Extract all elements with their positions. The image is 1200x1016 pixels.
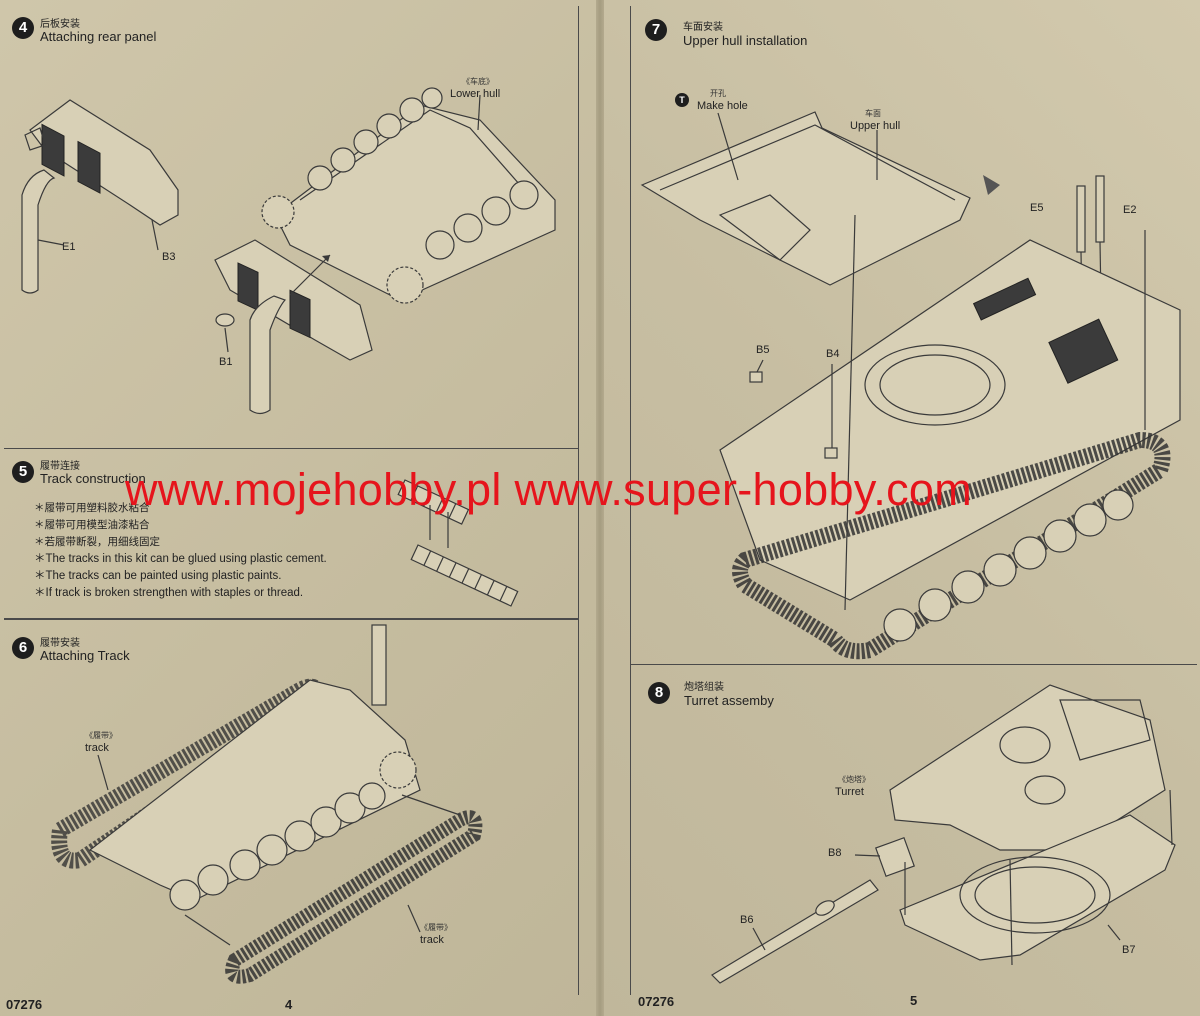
step-6-title: Attaching Track [40,648,130,663]
note-line: ＊The tracks can be painted using plastic… [34,570,282,582]
step-7-title: Upper hull installation [683,33,808,48]
note-line: ＊若履带断裂，用细线固定 [34,536,160,548]
step-4-title-cn: 后板安装 [40,19,80,30]
step-7-number: 7 [645,19,667,41]
part-b8-label: B8 [828,847,842,859]
part-e5-label: E5 [1030,202,1044,214]
step-4-number: 4 [12,17,34,39]
part-b1-label: B1 [219,356,233,368]
step-4-diagram [21,87,556,415]
step-8-panel [630,664,1197,995]
step-8-title: Turret assemby [684,693,774,708]
note-line: ＊If track is broken strengthen with stap… [34,587,304,599]
part-b3-label: B3 [162,251,176,263]
part-b5-label: B5 [756,344,770,356]
part-e2-label: E2 [1123,204,1137,216]
step-5-panel [4,448,579,620]
step-7-title-cn: 车面安装 [683,22,723,33]
step-6-title-cn: 履带安装 [40,638,80,649]
watermark-text: www.mojehobby.pl www.super-hobby.com [125,464,972,515]
part-b6-label: B6 [740,914,754,926]
make-hole-label-cn: 开孔 [710,89,726,98]
step-8-title-cn: 炮塔组装 [684,682,724,693]
footer-page-left: 4 [285,997,293,1012]
page-spine [596,0,604,1016]
footer-code-right: 07276 [638,994,675,1009]
step-5-title: Track construction [40,471,146,486]
part-e1-label: E1 [62,241,76,253]
upper-hull-label-cn: 车面 [865,109,881,118]
step-5-title-cn: 履带连接 [40,461,80,472]
footer-page-right: 5 [910,993,918,1008]
step-6-number: 6 [12,637,34,659]
step-6-diagram [51,624,483,984]
track-label: track [85,742,109,754]
note-line: ＊履带可用模型油漆粘合 [34,519,150,531]
make-hole-label: Make hole [697,100,748,112]
upper-hull-label: Upper hull [850,120,901,132]
footer-code-left: 07276 [6,997,43,1012]
step-6-panel [4,618,579,995]
turret-label-cn: 《炮塔》 [838,775,870,784]
part-b7-label: B7 [1122,944,1136,956]
step-5-number: 5 [12,461,34,483]
turret-label: Turret [835,786,864,798]
make-hole-icon: T [675,93,689,107]
step-8-number: 8 [648,682,670,704]
step-4-title: Attaching rear panel [40,29,157,44]
note-line: ＊履带可用塑料胶水粘合 [34,502,150,514]
step-7-diagram [640,111,1181,660]
track-label-cn: 《履带》 [85,731,117,740]
track-2-label: track [420,934,444,946]
note-line: ＊The tracks in this kit can be glued usi… [34,553,327,565]
part-b4-label: B4 [826,348,840,360]
lower-hull-label-cn: 《车底》 [462,77,494,86]
track-2-label-cn: 《履带》 [420,923,452,932]
lower-hull-label: Lower hull [450,88,501,100]
step-5-track-diagram [397,479,519,607]
